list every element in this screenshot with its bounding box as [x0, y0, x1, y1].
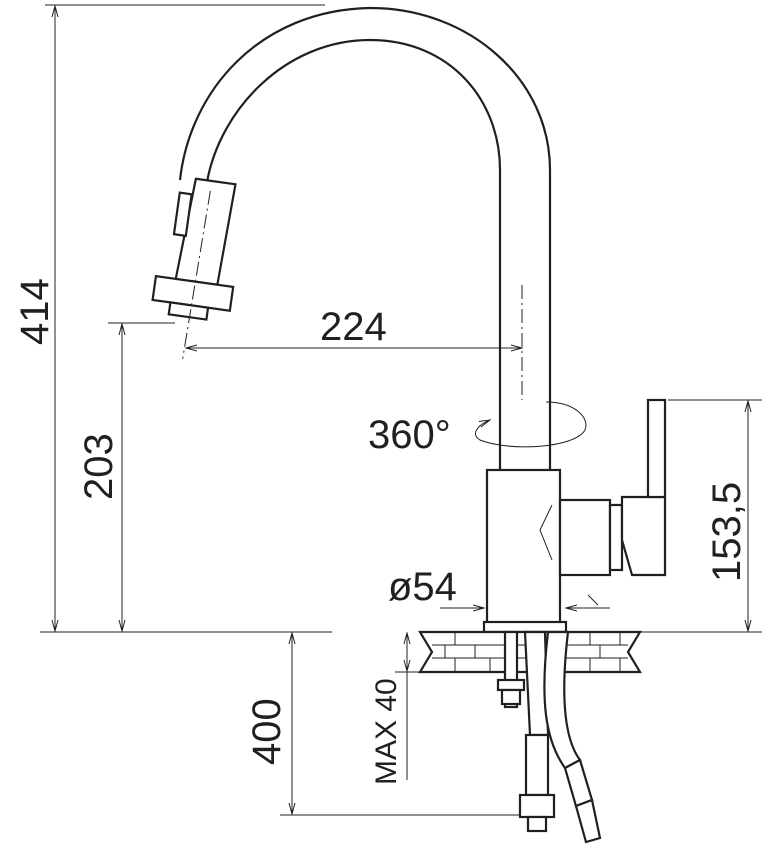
spout	[178, 6, 552, 470]
label-max-thickness: MAX 40	[370, 678, 403, 785]
label-handle-height: 153,5	[705, 482, 749, 582]
label-spout-height: 203	[77, 433, 121, 500]
label-base-diameter: ø54	[388, 565, 457, 609]
dimension-lines	[55, 6, 748, 814]
label-spout-reach: 224	[320, 305, 387, 349]
faucet-body	[482, 398, 667, 634]
label-rotation: 360°	[368, 413, 451, 457]
hoses-and-mounting	[496, 630, 602, 844]
label-total-height: 414	[13, 278, 57, 345]
label-hose-length: 400	[245, 698, 289, 765]
spray-head	[151, 177, 237, 359]
rotation-arrow	[475, 401, 587, 448]
